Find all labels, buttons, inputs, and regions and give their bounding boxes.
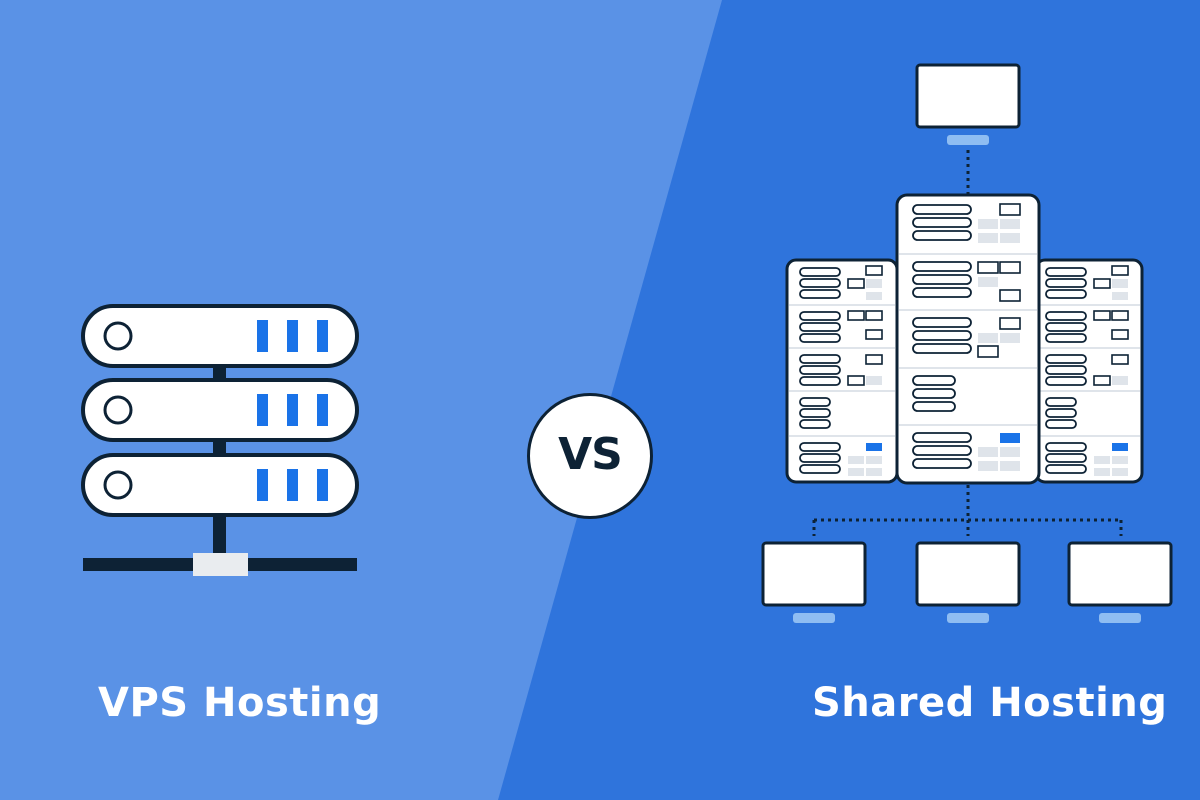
shared-hosting-network-icon — [761, 63, 1173, 625]
versus-badge: VS — [527, 393, 653, 519]
versus-text: VS — [558, 428, 623, 480]
vps-server-icon — [81, 304, 359, 576]
power-indicator-icon — [103, 470, 133, 500]
vps-hosting-label: VPS Hosting — [98, 680, 382, 726]
server-unit — [81, 378, 359, 442]
power-indicator-icon — [103, 321, 133, 351]
power-indicator-icon — [103, 395, 133, 425]
network-connector — [193, 553, 248, 576]
shared-hosting-label: Shared Hosting — [812, 680, 1168, 726]
server-cabinet-left — [785, 258, 899, 484]
server-cabinet-right — [1034, 258, 1144, 484]
server-cabinet-center — [895, 193, 1041, 485]
server-unit — [81, 453, 359, 517]
left-diagonal-panel — [0, 0, 722, 800]
server-unit — [81, 304, 359, 368]
